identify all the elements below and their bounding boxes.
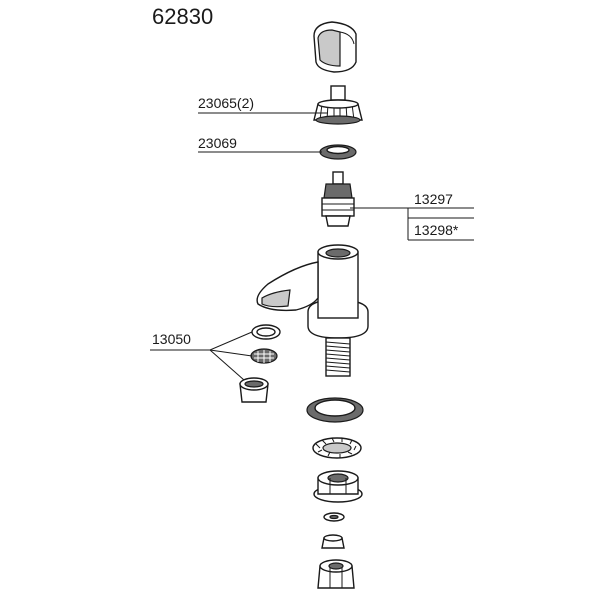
hex-nut-part <box>317 559 355 589</box>
aerator-mesh-part <box>250 348 278 364</box>
callout-13298: 13298* <box>414 222 459 238</box>
leader-lines <box>150 112 474 381</box>
callout-23069: 23069 <box>198 135 237 151</box>
ring-part <box>319 144 357 160</box>
flange-nut-part <box>313 470 363 503</box>
callout-23065: 23065(2) <box>198 95 254 111</box>
cartridge-part <box>321 171 355 227</box>
tap-body-part <box>256 244 369 339</box>
olive-part <box>321 534 345 549</box>
model-number: 62830 <box>152 4 213 29</box>
aerator-ring-part <box>251 324 281 340</box>
threaded-shank-part <box>325 337 351 377</box>
callout-13050: 13050 <box>152 331 191 347</box>
small-washer-part <box>323 512 345 522</box>
splined-insert-part <box>313 85 363 125</box>
handle-cap-part <box>313 21 357 73</box>
lock-washer-part <box>312 437 362 459</box>
washer-part <box>306 397 364 423</box>
aerator-housing-part <box>239 377 269 403</box>
callout-13297: 13297 <box>414 191 453 207</box>
